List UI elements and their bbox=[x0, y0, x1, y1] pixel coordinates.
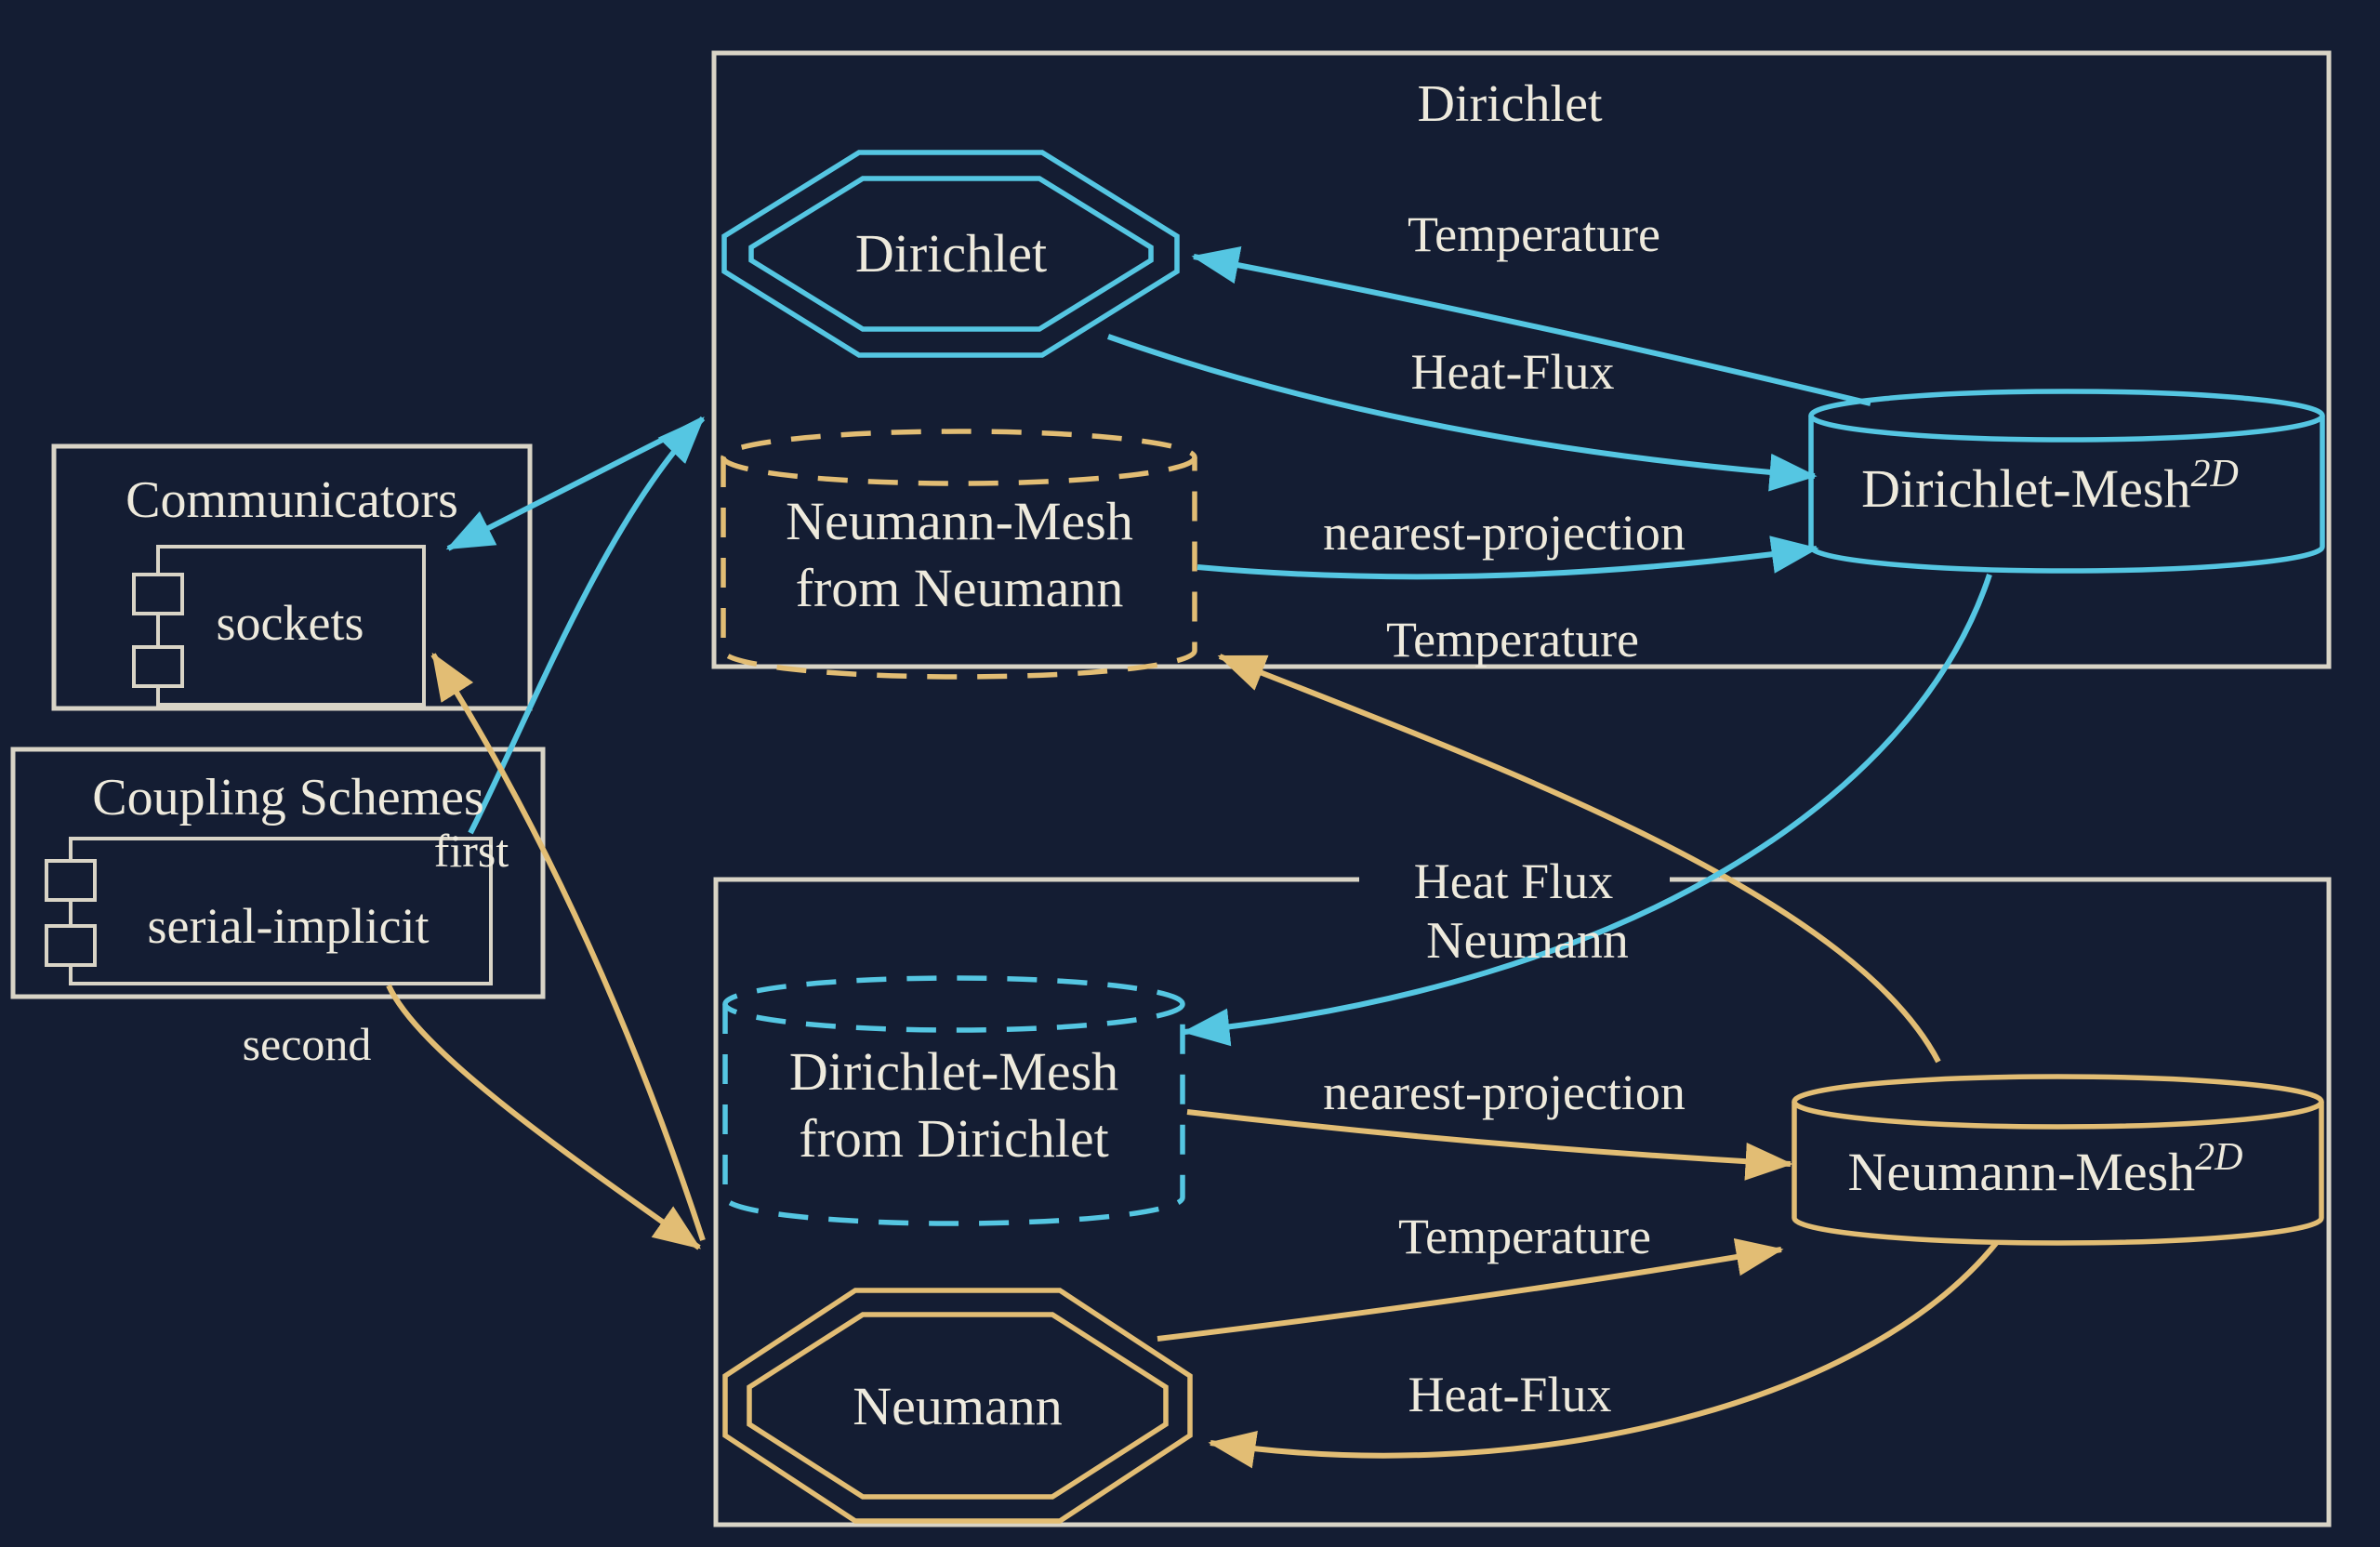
serial-implicit-component-box bbox=[69, 837, 493, 985]
edge-second-to-neumann bbox=[386, 984, 702, 1250]
edge-heat-flux-to-neumann bbox=[1208, 1240, 2000, 1469]
dirichlet-participant-box bbox=[711, 50, 2332, 669]
neumann-solver-label: Neumann bbox=[853, 1376, 1063, 1436]
dirichlet-mesh-from-dirichlet-cylinder bbox=[722, 975, 1185, 1226]
communicators-title: Communicators bbox=[126, 471, 458, 529]
edge-temperature-to-dirichlet bbox=[1191, 246, 1871, 406]
edge-dirichlet-to-sockets bbox=[445, 417, 703, 551]
dirichlet-mesh-from-dirichlet-line2: from Dirichlet bbox=[799, 1108, 1108, 1169]
sockets-label: sockets bbox=[217, 595, 364, 651]
dirichlet-mesh-from-dirichlet-line1: Dirichlet-Mesh bbox=[789, 1041, 1118, 1102]
edge-temperature-to-neumann-mesh bbox=[1157, 1238, 1784, 1342]
label-heat-flux-bottom: Heat-Flux bbox=[1408, 1367, 1612, 1422]
dirichlet-solver-octagon bbox=[721, 150, 1180, 358]
communicators-box bbox=[51, 443, 533, 711]
coupling-schemes-title: Coupling Schemes bbox=[92, 769, 484, 826]
sockets-component-ports bbox=[132, 573, 184, 688]
dirichlet-mesh-label: Dirichlet-Mesh2D bbox=[1861, 453, 2239, 519]
first-label: first bbox=[434, 825, 509, 877]
sockets-component-box bbox=[156, 545, 426, 707]
serial-implicit-component-ports bbox=[45, 859, 97, 967]
label-temperature-bottom: Temperature bbox=[1398, 1209, 1651, 1264]
edge-nearest-projection-bottom bbox=[1186, 1109, 1793, 1181]
serial-implicit-label: serial-implicit bbox=[148, 898, 430, 954]
label-temperature-received-top: Temperature bbox=[1386, 612, 1639, 668]
neumann-solver-octagon bbox=[722, 1288, 1193, 1524]
edge-heat-flux-to-dirichlet-mesh bbox=[1107, 334, 1818, 492]
neumann-mesh-from-neumann-cylinder bbox=[721, 429, 1197, 680]
label-heat-flux-exchange: Heat Flux bbox=[1414, 853, 1613, 909]
neumann-mesh-label: Neumann-Mesh2D bbox=[1847, 1136, 2242, 1202]
neumann-mesh-from-neumann-line1: Neumann-Mesh bbox=[786, 491, 1133, 551]
second-label: second bbox=[243, 1018, 372, 1070]
neumann-mesh-cylinder bbox=[1792, 1074, 2324, 1246]
label-nearest-projection-top: nearest-projection bbox=[1323, 505, 1686, 561]
edge-nearest-projection-top bbox=[1197, 536, 1819, 580]
dirichlet-mesh-cylinder bbox=[1808, 389, 2325, 574]
neumann-mesh-from-neumann-line2: from Neumann bbox=[796, 558, 1124, 618]
label-temperature-top: Temperature bbox=[1408, 206, 1660, 262]
edge-temperature-exchange-up bbox=[1217, 654, 1941, 1064]
neumann-box-border-gap bbox=[1359, 853, 1670, 907]
neumann-box-title: Neumann bbox=[1426, 912, 1629, 970]
dirichlet-solver-label: Dirichlet bbox=[855, 223, 1047, 284]
edge-heat-flux-exchange-down bbox=[1182, 574, 1992, 1047]
label-heat-flux-top: Heat-Flux bbox=[1411, 344, 1615, 400]
dirichlet-box-title: Dirichlet bbox=[1417, 75, 1602, 133]
coupling-schemes-box bbox=[10, 747, 546, 999]
label-nearest-projection-bottom: nearest-projection bbox=[1323, 1064, 1686, 1120]
edge-first-to-dirichlet bbox=[468, 416, 706, 835]
edge-neumann-to-sockets bbox=[430, 652, 706, 1241]
